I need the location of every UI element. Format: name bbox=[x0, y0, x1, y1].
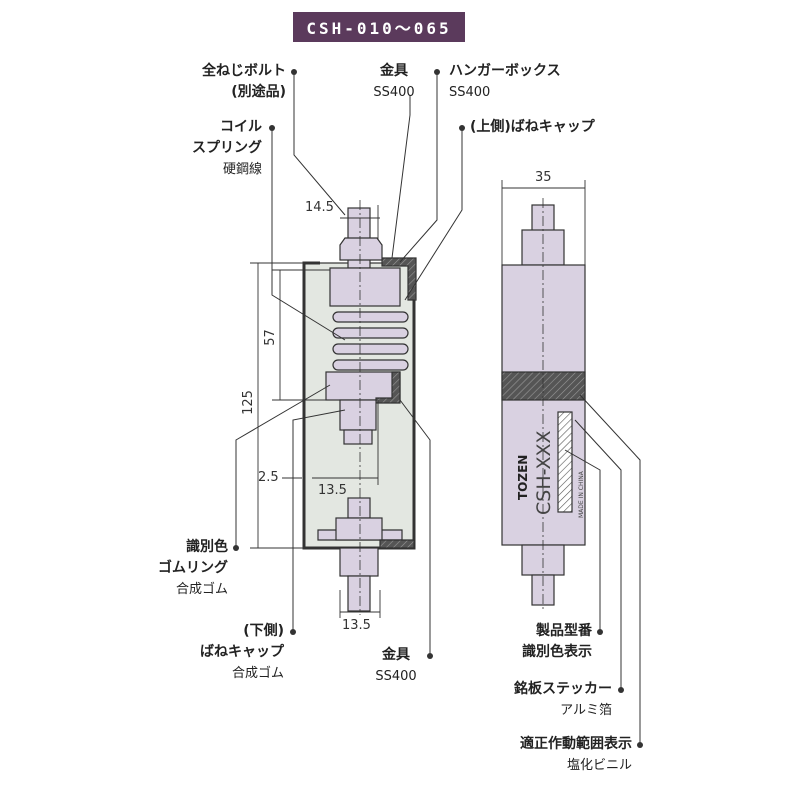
dim-spring-height: 57 bbox=[262, 329, 278, 346]
lower-cap bbox=[325, 371, 401, 401]
label-lower-spring-cap: (下側) ばねキャップ 合成ゴム bbox=[200, 623, 284, 681]
label-upper-spring-cap: (上側)ばねキャップ bbox=[470, 119, 595, 135]
leader-lines bbox=[235, 72, 641, 745]
bottom-nut-top bbox=[347, 497, 371, 519]
sticker-origin-text: MADE IN CHINA bbox=[578, 470, 585, 518]
bottom-nut-2 bbox=[339, 547, 379, 577]
sticker-brand-logo: TOZEN bbox=[516, 455, 530, 500]
dim-bottom-width: 13.5 bbox=[342, 618, 371, 633]
upper-cap bbox=[329, 267, 401, 307]
label-model-number: 製品型番 識別色表示 bbox=[522, 623, 592, 660]
bottom-bolt bbox=[347, 575, 371, 612]
range-indicator-band bbox=[501, 371, 586, 401]
front-view bbox=[501, 180, 586, 612]
dim-total-height: 125 bbox=[240, 390, 256, 415]
label-fitting-bottom: 金具 SS400 bbox=[375, 647, 417, 684]
dim-mid-width: 13.5 bbox=[318, 483, 347, 498]
top-fitting bbox=[381, 257, 417, 301]
label-id-rubber-ring: 識別色 ゴムリング 合成ゴム bbox=[158, 539, 228, 597]
dim-side-width: 35 bbox=[535, 170, 552, 185]
dimension-lines bbox=[250, 205, 381, 618]
coil-spring bbox=[332, 311, 409, 371]
model-id-strip bbox=[557, 411, 573, 513]
lower-nut bbox=[339, 399, 377, 431]
top-nut bbox=[339, 237, 383, 261]
label-full-thread-bolt: 全ねじボルト (別途品) bbox=[202, 63, 286, 100]
label-fitting-top: 金具 SS400 bbox=[373, 63, 415, 100]
diagram-title: CSH-010～065 bbox=[293, 12, 465, 42]
dim-top-width: 14.5 bbox=[305, 200, 334, 215]
bottom-fitting bbox=[379, 539, 415, 549]
label-coil-spring: コイル スプリング 硬鋼線 bbox=[192, 119, 262, 177]
label-nameplate: 銘板ステッカー アルミ箔 bbox=[514, 681, 612, 718]
label-hanger-box: ハンガーボックス SS400 bbox=[449, 63, 561, 100]
bottom-nut bbox=[335, 517, 383, 541]
lower-nut-2 bbox=[343, 429, 373, 445]
dim-gap: 2.5 bbox=[258, 470, 279, 485]
section-view bbox=[302, 200, 417, 615]
sticker-model-text: CSH-XXX bbox=[533, 430, 555, 515]
leader-dots bbox=[233, 69, 643, 748]
label-range-indicator: 適正作動範囲表示 塩化ビニル bbox=[520, 736, 632, 773]
